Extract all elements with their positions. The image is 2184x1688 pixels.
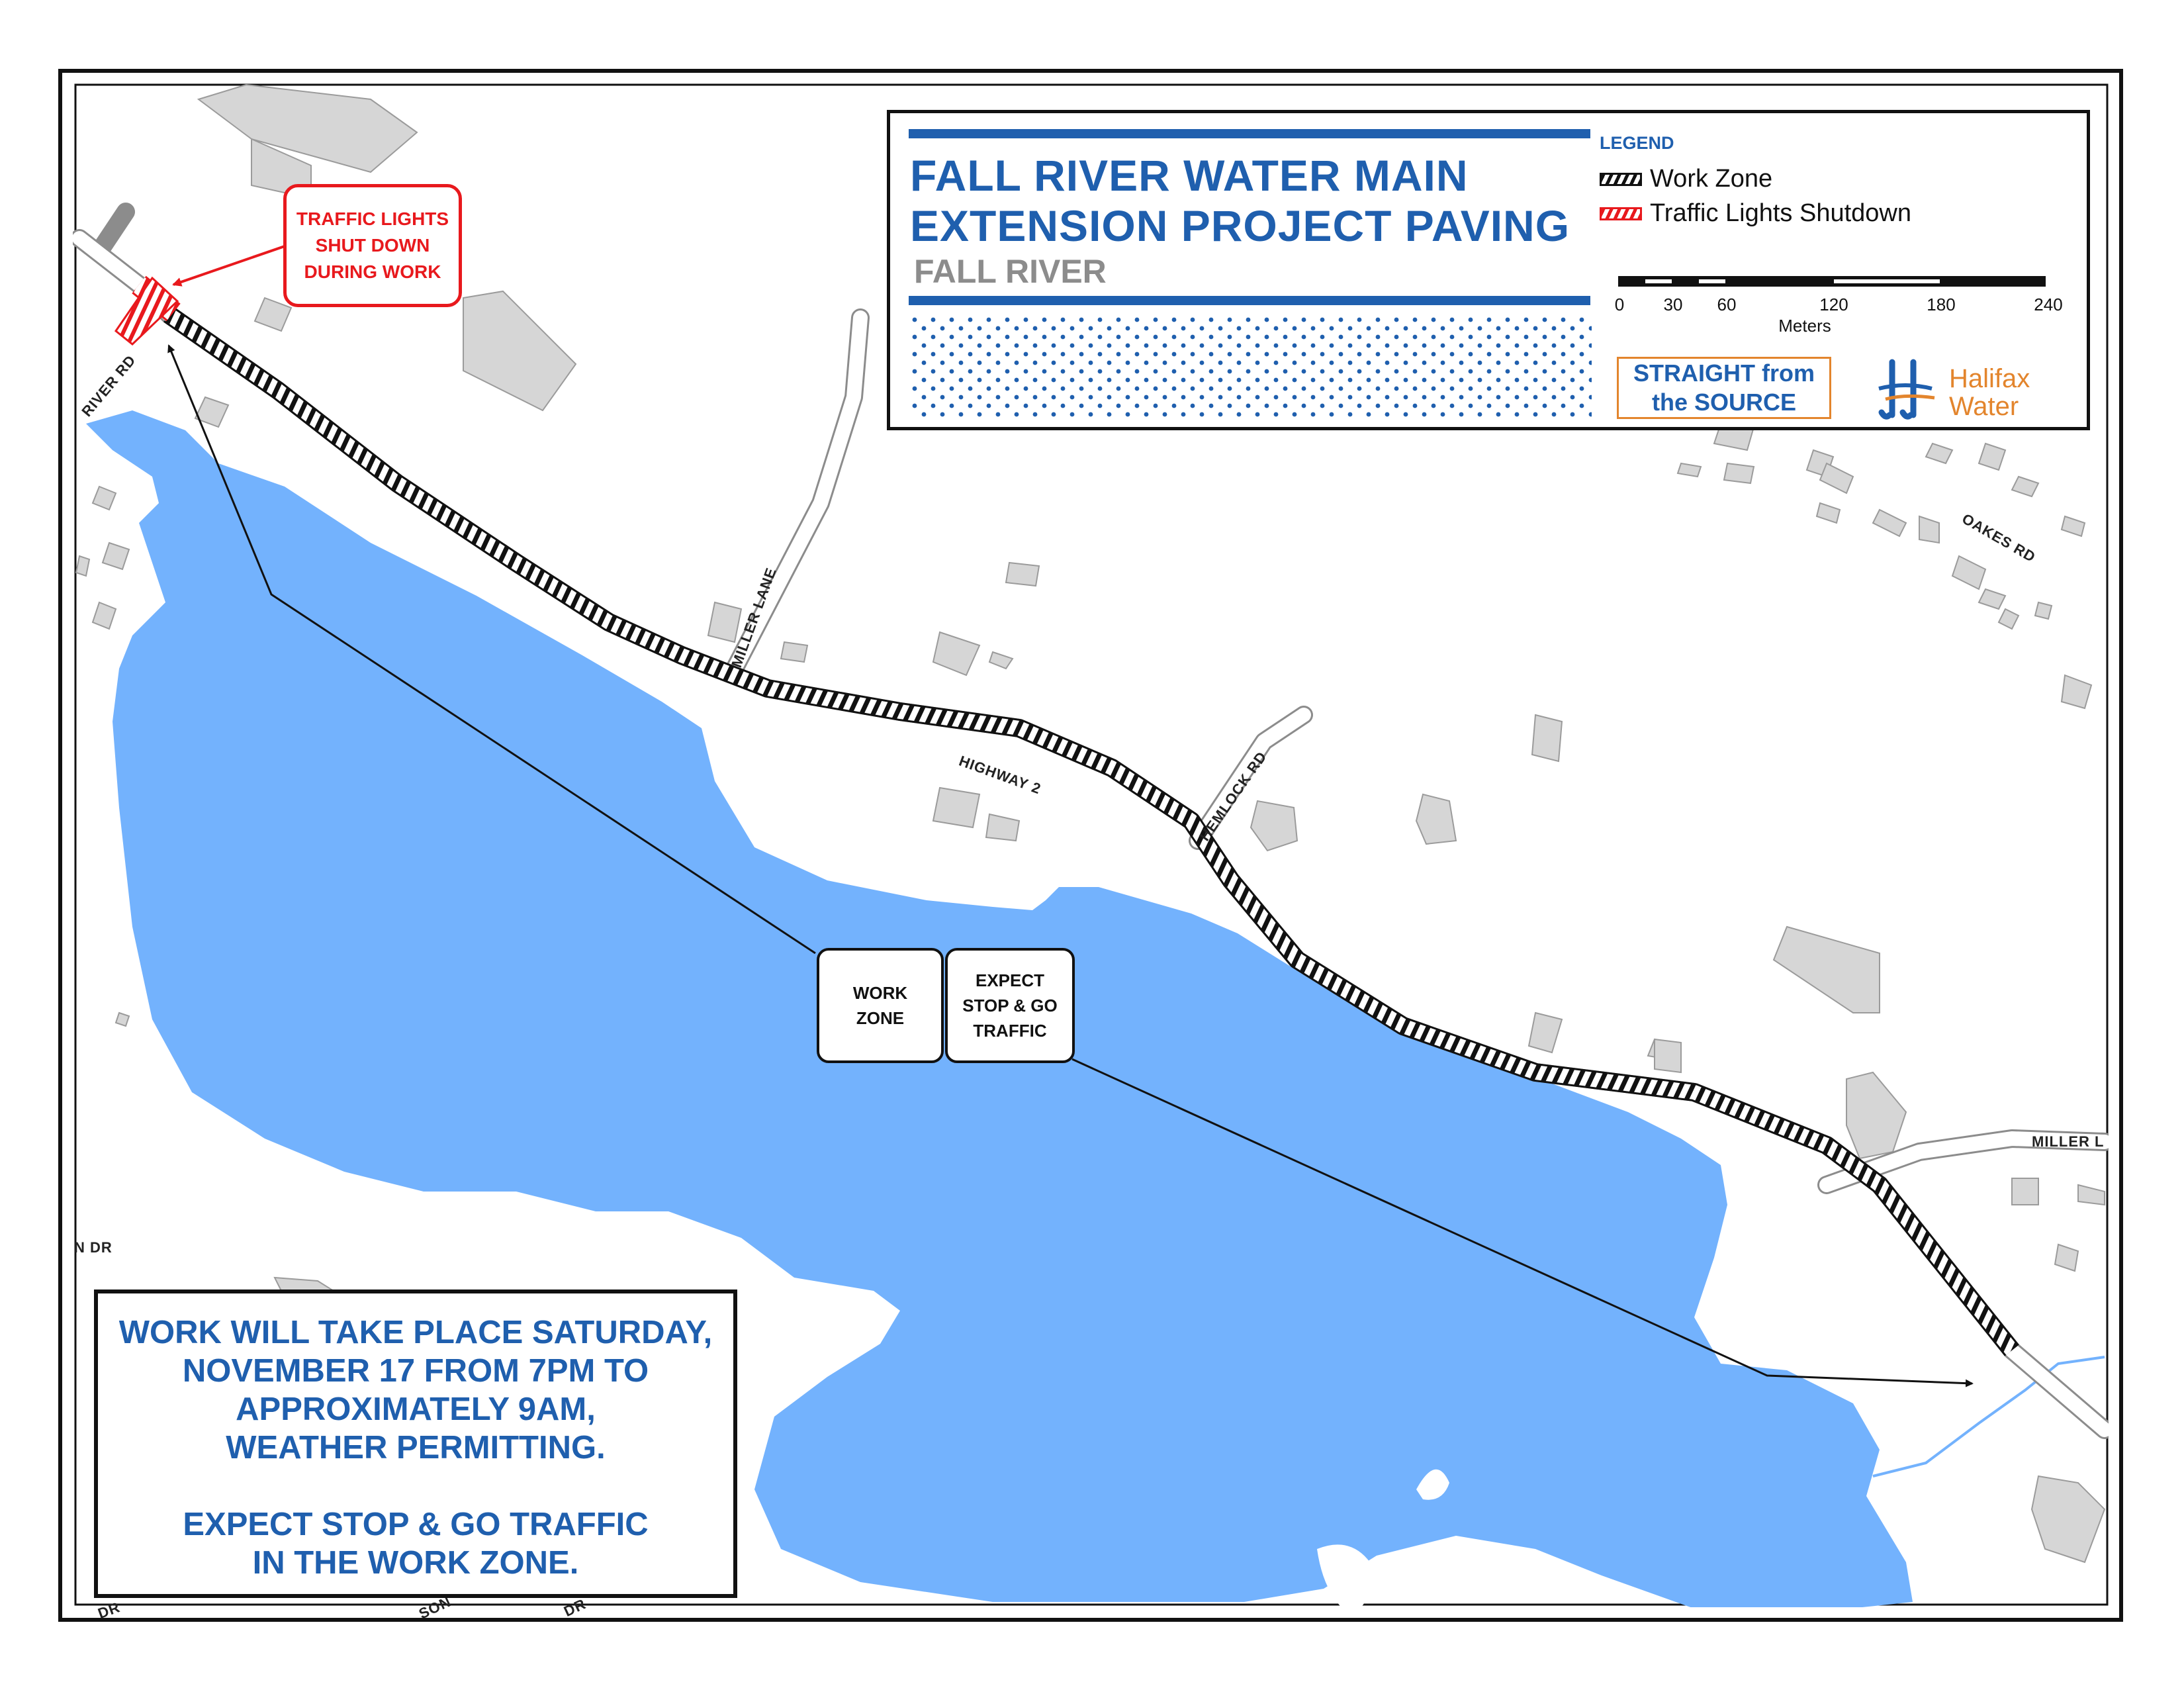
traffic-lights-callout: TRAFFIC LIGHTS SHUT DOWN DURING WORK: [283, 184, 462, 307]
map-subtitle: FALL RIVER: [914, 253, 1107, 290]
title-block: FALL RIVER WATER MAIN EXTENSION PROJECT …: [887, 110, 2090, 430]
scale-tick-0: 0: [1614, 295, 1625, 314]
badge-line-2: the SOURCE: [1651, 389, 1797, 416]
label-n-dr: N DR: [74, 1239, 113, 1256]
map-title-line1: FALL RIVER WATER MAIN: [910, 151, 1469, 200]
notice-line-6: IN THE WORK ZONE.: [252, 1545, 579, 1581]
traffic-lights-arrow: [172, 245, 285, 287]
label-miller-l: MILLER L: [2032, 1133, 2105, 1150]
notice-line-3: APPROXIMATELY 9AM,: [236, 1391, 596, 1427]
traffic-lights-swatch-icon: [1600, 207, 1642, 220]
map-title-line2: EXTENSION PROJECT PAVING: [910, 201, 1570, 250]
notice-line-2: NOVEMBER 17 FROM 7PM TO: [182, 1353, 649, 1389]
stop-go-label-box: EXPECT STOP & GO TRAFFIC: [945, 948, 1075, 1063]
legend-item-traffic-lights: Traffic Lights Shutdown: [1600, 199, 1911, 228]
work-zone-hatch-fill: [164, 308, 2018, 1355]
work-zone-arrow: [167, 344, 816, 955]
scale-tick-60: 60: [1717, 295, 1737, 314]
stream: [1872, 1356, 2105, 1477]
legend-label-traffic-lights: Traffic Lights Shutdown: [1650, 199, 1911, 227]
stop-go-arrow: [1071, 1058, 1974, 1387]
scale-tick-120: 120: [1819, 295, 1848, 314]
org-line-1: Halifax: [1949, 364, 2030, 393]
work-zone-label-box: WORK ZONE: [817, 948, 944, 1063]
halifax-water-name: Halifax Water: [1949, 365, 2030, 420]
legend-title: LEGEND: [1600, 133, 1674, 153]
notice-line-1: WORK WILL TAKE PLACE SATURDAY,: [118, 1315, 713, 1350]
straight-from-source-logo: STRAIGHT from the SOURCE: [1617, 357, 1831, 419]
badge-line-1: STRAIGHT from: [1633, 359, 1815, 387]
island-1: [1416, 1469, 1449, 1500]
traffic-lights-shutdown-area: [114, 276, 179, 346]
title-bottom-rule: [909, 296, 1590, 305]
scale-tick-240: 240: [2034, 295, 2063, 314]
inner-map-border: [74, 83, 2109, 1606]
title-top-rule: [909, 129, 1590, 138]
scale-tick-180: 180: [1927, 295, 1956, 314]
dot-pattern: [910, 316, 1592, 419]
work-schedule-notice: WORK WILL TAKE PLACE SATURDAY, NOVEMBER …: [94, 1289, 737, 1598]
halifax-water-logo-icon: [1878, 359, 1935, 420]
notice-spacer: [98, 1467, 733, 1505]
island-2: [1317, 1544, 1372, 1607]
scale-unit: Meters: [1778, 316, 1831, 336]
work-zone-swatch-icon: [1600, 172, 1642, 186]
notice-line-4: WEATHER PERMITTING.: [226, 1430, 606, 1466]
scale-tick-30: 30: [1663, 295, 1683, 314]
map-frame: [58, 69, 2123, 1622]
notice-line-5: EXPECT STOP & GO TRAFFIC: [183, 1507, 649, 1542]
scale-bar: [1618, 276, 2046, 287]
buildings: [75, 83, 2106, 1564]
legend-label-work-zone: Work Zone: [1650, 165, 1773, 193]
org-line-2: Water: [1949, 392, 2019, 421]
legend-item-work-zone: Work Zone: [1600, 165, 1772, 193]
